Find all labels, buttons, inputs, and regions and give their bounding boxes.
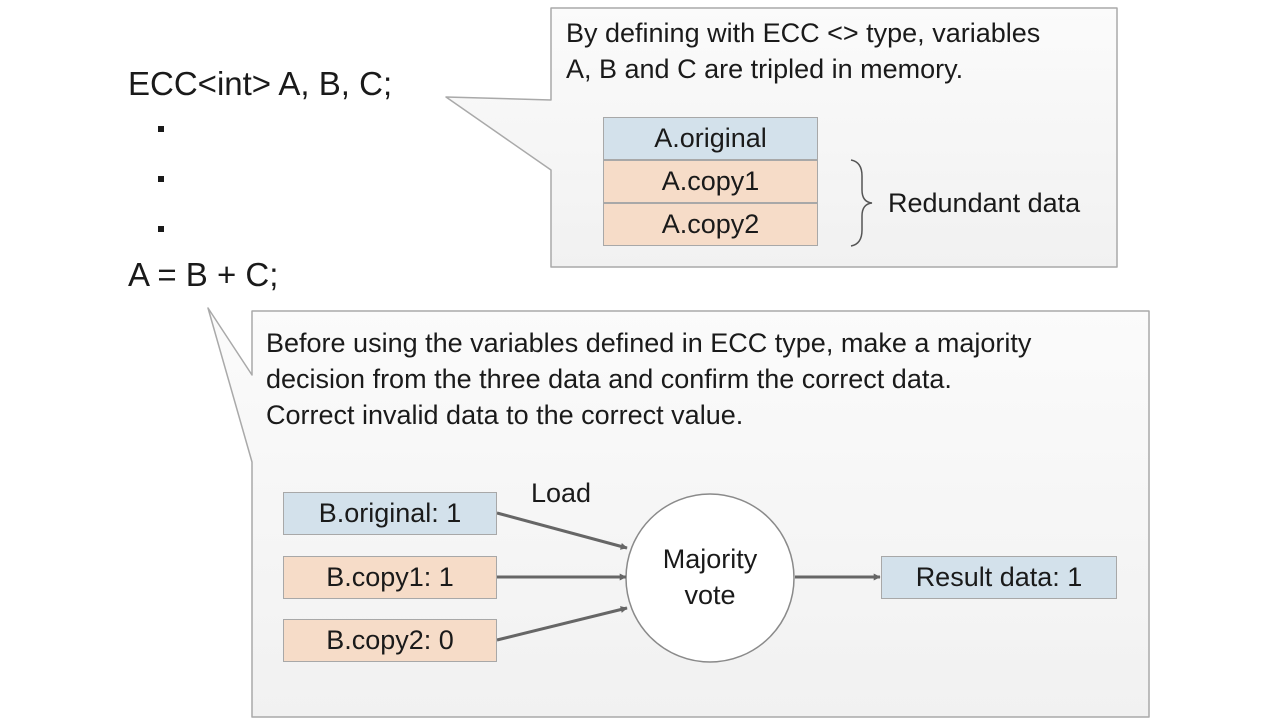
- input-b-copy1: B.copy1: 1: [283, 556, 497, 599]
- vote-callout-line3: Correct invalid data to the correct valu…: [266, 400, 744, 430]
- memory-cell-copy2: A.copy2: [603, 203, 818, 246]
- vote-callout-line1: Before using the variables defined in EC…: [266, 328, 1032, 358]
- vote-callout-line2: decision from the three data and confirm…: [266, 364, 952, 394]
- memory-cell-copy1: A.copy1: [603, 160, 818, 203]
- ellipsis-dot-1: [158, 126, 164, 132]
- majority-vote-label-line1: Majority: [662, 544, 758, 574]
- arrow-copy2-to-vote: [496, 606, 628, 642]
- result-data: Result data: 1: [881, 556, 1117, 599]
- ellipsis-dot-2: [158, 176, 164, 182]
- redundant-data-label: Redundant data: [888, 188, 1081, 218]
- arrow-original-to-vote: [496, 511, 628, 550]
- load-label: Load: [531, 478, 592, 508]
- memory-callout-line1: By defining with ECC <> type, variables: [566, 18, 1041, 48]
- majority-vote-label-line2: vote: [684, 580, 736, 610]
- assignment-statement: A = B + C;: [128, 256, 279, 293]
- ellipsis-dot-3: [158, 226, 164, 232]
- input-b-copy2: B.copy2: 0: [283, 619, 497, 662]
- memory-callout-line2: A, B and C are tripled in memory.: [566, 54, 964, 84]
- input-b-original: B.original: 1: [283, 492, 497, 535]
- redundant-brace: [850, 159, 873, 247]
- memory-cell-original: A.original: [603, 117, 818, 160]
- majority-vote-label: Majority vote: [625, 541, 795, 613]
- ecc-declaration: ECC<int> A, B, C;: [128, 65, 393, 102]
